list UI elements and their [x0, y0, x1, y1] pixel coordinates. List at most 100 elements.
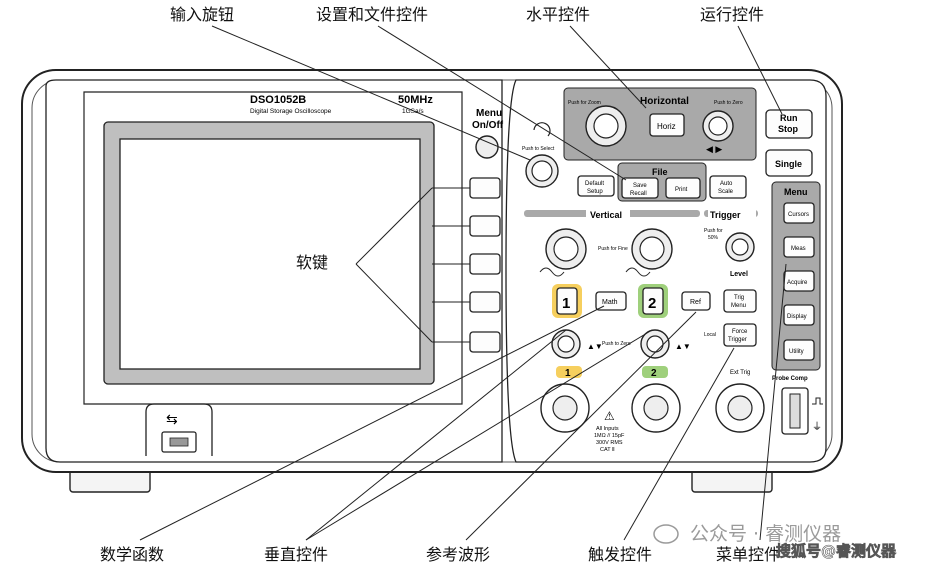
- ref-button[interactable]: [681, 291, 711, 311]
- menu-button-cursors[interactable]: [783, 202, 815, 224]
- menu-label-acquire: Acquire: [787, 280, 808, 286]
- ch2-wave-icon: [625, 267, 651, 277]
- menu-onoff-label-2: On/Off: [472, 120, 504, 131]
- force-trigger-label-1: Force: [732, 329, 748, 335]
- probe-comp-group: Probe Comp ⏚: [772, 376, 823, 435]
- ref-label: Ref: [690, 299, 701, 306]
- local-label: Local: [704, 332, 716, 338]
- horiz-button[interactable]: [649, 113, 685, 137]
- auto-scale-label-1: Auto: [720, 181, 733, 187]
- trigger-level-knob-cap: [731, 238, 749, 256]
- leader-vertical-1: [305, 329, 567, 541]
- math-button[interactable]: [595, 291, 627, 311]
- horizontal-position-knob-cap: [708, 116, 728, 136]
- push-for-zoom-label: Push for Zoom: [568, 100, 601, 106]
- callout-math: 数学函数: [100, 545, 164, 564]
- trig-menu-label-2: Menu: [731, 303, 746, 309]
- callout-trigger: 触发控件: [588, 545, 652, 564]
- horiz-button-label: Horiz: [657, 122, 676, 131]
- leader-horizontal: [569, 25, 647, 109]
- sohu-watermark: 搜狐号@睿测仪器: [776, 542, 897, 560]
- default-setup-label-2: Setup: [587, 189, 603, 195]
- leader-trigger: [623, 347, 735, 541]
- single-button[interactable]: [765, 149, 813, 177]
- usb-port-slot: [169, 437, 189, 447]
- ch1-wave-icon: [539, 267, 565, 277]
- menu-label-utility: Utility: [789, 349, 804, 355]
- menu-input-group: Menu On/Off Push to Select: [472, 108, 559, 188]
- left-foot: [69, 469, 151, 493]
- ch1-button-label: 1: [562, 295, 570, 312]
- default-setup-button[interactable]: [577, 175, 615, 197]
- callout-run: 运行控件: [700, 5, 764, 24]
- trigger-level-label: Level: [730, 271, 748, 278]
- ch1-updown-icon: ▲▼: [587, 342, 603, 351]
- leader-softkeys-up: [355, 187, 433, 265]
- warning-line-3: 300V RMS: [596, 440, 623, 446]
- push-for-50-label-2: 50%: [708, 235, 719, 241]
- sample-rate-label: 1GSa/s: [402, 108, 424, 115]
- push-for-50-label-1: Push for: [704, 228, 723, 234]
- model-label: DSO1052B: [250, 94, 306, 106]
- trig-menu-label-1: Trig: [734, 295, 744, 301]
- push-to-select-label: Push to Select: [522, 146, 555, 152]
- menu-button-display[interactable]: [783, 304, 815, 326]
- leader-menu: [759, 263, 787, 541]
- print-button[interactable]: [665, 177, 701, 199]
- run-stop-button[interactable]: [765, 109, 813, 139]
- save-recall-label-1: Save: [633, 183, 647, 189]
- leader-math: [139, 305, 605, 541]
- horizontal-arrows-icon: ◀ ▶: [706, 144, 722, 154]
- single-label: Single: [775, 159, 802, 169]
- vertical-title-bg: [586, 207, 630, 220]
- softkey-2[interactable]: [469, 215, 501, 237]
- menu-button-utility[interactable]: [783, 339, 815, 361]
- ch1-button[interactable]: [556, 287, 578, 315]
- bandwidth-label: 50MHz: [398, 94, 433, 106]
- menu-title: Menu: [784, 187, 808, 197]
- leader-reference: [465, 311, 697, 541]
- vert-push-to-zero-label: Push to Zero: [602, 341, 631, 347]
- leader-softkeys-down: [355, 263, 433, 343]
- trig-menu-button[interactable]: [723, 289, 757, 313]
- leader-setup-file: [377, 25, 627, 181]
- watermarks: 公众号 · 睿测仪器 搜狐号@睿测仪器: [653, 523, 897, 560]
- softkey-4[interactable]: [469, 291, 501, 313]
- save-recall-button[interactable]: [621, 177, 659, 199]
- run-stop-label-1: Run: [780, 113, 798, 123]
- softkey-5[interactable]: [469, 331, 501, 353]
- wechat-icon: [653, 524, 679, 544]
- ch1-scale-knob-cap: [553, 236, 579, 262]
- force-trigger-button[interactable]: [723, 323, 757, 347]
- push-for-fine-label: Push for Fine: [598, 246, 628, 252]
- right-foot: [691, 469, 773, 493]
- warning-line-1: All Inputs: [596, 426, 619, 432]
- menu-onoff-label-1: Menu: [476, 108, 502, 119]
- softkey-1[interactable]: [469, 177, 501, 199]
- print-label: Print: [675, 187, 688, 193]
- auto-scale-button[interactable]: [709, 175, 747, 199]
- leader-lines: [139, 25, 787, 541]
- warning-icon: ⚠: [604, 409, 615, 423]
- trigger-title: Trigger: [710, 210, 741, 220]
- horizontal-section: Horizontal Push for Zoom Push to Zero Ho…: [563, 87, 757, 161]
- usb-icon: ⇆: [166, 411, 178, 427]
- run-stop-label-2: Stop: [778, 124, 798, 134]
- ground-icon: ⏚: [812, 421, 822, 433]
- wechat-watermark: 公众号 · 睿测仪器: [690, 523, 841, 545]
- menu-button-meas[interactable]: [783, 236, 815, 258]
- ch2-button-label: 2: [648, 295, 656, 312]
- display-area: DSO1052B Digital Storage Oscilloscope 50…: [83, 91, 463, 405]
- ch2-button[interactable]: [642, 287, 664, 315]
- file-section: File Default Setup Save Recall Print Aut…: [577, 162, 747, 202]
- softkey-3[interactable]: [469, 253, 501, 275]
- menu-onoff-button[interactable]: [475, 135, 499, 159]
- ch2-position-knob-cap: [646, 335, 664, 353]
- menu-section: Menu Cursors Meas Acquire Display Utilit…: [771, 181, 821, 371]
- default-setup-label-1: Default: [585, 181, 604, 187]
- auto-scale-label-2: Scale: [718, 189, 734, 195]
- warning-line-2: 1MΩ // 15pF: [594, 433, 625, 439]
- model-subtitle: Digital Storage Oscilloscope: [250, 108, 332, 115]
- menu-label-meas: Meas: [791, 246, 806, 252]
- trigger-title-bg: [708, 207, 756, 220]
